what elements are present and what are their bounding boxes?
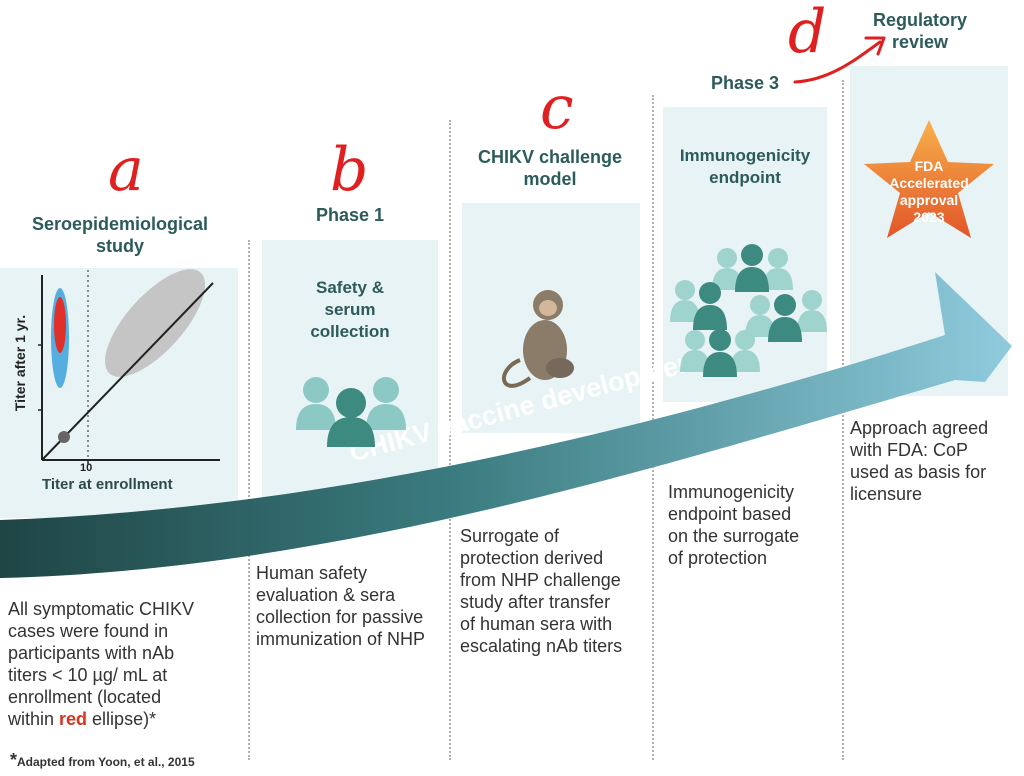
sero-desc-line6: within red ellipse)* (8, 708, 244, 730)
sero-heading: Seroepidemiological study (0, 213, 240, 257)
divider-4 (842, 80, 844, 760)
sero-heading-line1: Seroepidemiological (31, 214, 209, 234)
footnote-star: * (10, 750, 18, 770)
challenge-heading: CHIKV challenge model (455, 146, 645, 190)
regulatory-heading: Regulatory review (850, 9, 990, 53)
phase3-desc-line4: of protection (668, 548, 768, 568)
challenge-desc-line3: from NHP challenge (460, 570, 621, 590)
star-line2: Accelerated (889, 175, 969, 191)
phase3-desc-line2: endpoint based (668, 504, 792, 524)
red-ellipse (54, 297, 66, 353)
star-line1: FDA (914, 158, 944, 174)
star-line4: 2023 (913, 209, 945, 225)
letter-a: a (108, 135, 144, 205)
regulatory-desc-line2: with FDA: CoP (850, 440, 969, 460)
sero-heading-line2: study (95, 236, 144, 256)
phase3-heading: Phase 3 (710, 73, 780, 93)
phase1-desc-line1: Human safety (256, 563, 368, 583)
phase3-desc-line3: on the surrogate (668, 526, 800, 546)
phase3-panel-line1: Immunogenicity (679, 146, 811, 165)
gray-dot (58, 431, 70, 443)
sero-desc-line5: enrollment (located (8, 687, 162, 707)
footnote-text: Adapted from Yoon, et al., 2015 (17, 755, 195, 769)
fda-star-text: FDA Accelerated approval 2023 (869, 158, 989, 226)
sero-desc-line4: titers < 10 µg/ mL at (8, 665, 168, 685)
regulatory-heading-line2: review (891, 32, 949, 52)
divider-2 (449, 120, 451, 760)
plot-xlabel: Titer at enrollment (42, 476, 173, 493)
phase1-panel-line1: Safety & (315, 278, 385, 297)
sero-desc-red-word: red (59, 709, 88, 729)
regulatory-desc-line4: licensure (850, 484, 923, 504)
challenge-heading-line1: CHIKV challenge (477, 147, 623, 167)
phase1-heading: Phase 1 (315, 205, 385, 225)
phase3-desc-line1: Immunogenicity (668, 482, 795, 502)
sero-desc-line6-pre: within (8, 709, 60, 729)
sero-desc-line3: participants with nAb (8, 643, 175, 663)
sero-desc-line2: cases were found in (8, 621, 169, 641)
letter-b: b (330, 135, 369, 205)
phase3-description: Immunogenicity endpoint based on the sur… (668, 481, 838, 569)
regulatory-desc-line3: used as basis for (850, 462, 987, 482)
phase1-desc-line3: collection for passive (256, 607, 424, 627)
phase3-panel-line2: endpoint (709, 168, 781, 187)
sero-desc-line6-post: ellipse)* (87, 709, 157, 729)
sero-panel (0, 268, 238, 518)
phase3-panel-caption: Immunogenicity endpoint (663, 145, 827, 189)
phase1-desc-line4: immunization of NHP (256, 629, 426, 649)
challenge-desc-line2: protection derived (460, 548, 604, 568)
regulatory-heading-line1: Regulatory (872, 10, 968, 30)
gray-ellipse (104, 269, 206, 377)
phase1-panel-line3: collection (310, 322, 390, 341)
challenge-description: Surrogate of protection derived from NHP… (460, 525, 652, 657)
regulatory-description: Approach agreed with FDA: CoP used as ba… (850, 417, 1020, 505)
challenge-desc-line1: Surrogate of (460, 526, 560, 546)
phase1-description: Human safety evaluation & sera collectio… (256, 562, 448, 650)
sero-footnote: *Adapted from Yoon, et al., 2015 (10, 750, 195, 771)
letter-d: d (788, 0, 827, 67)
letter-c: c (540, 73, 574, 143)
regulatory-desc-line1: Approach agreed (850, 418, 989, 438)
challenge-desc-line4: study after transfer (460, 592, 611, 612)
sero-desc-line1: All symptomatic CHIKV (8, 599, 195, 619)
challenge-desc-line6: escalating nAb titers (460, 636, 623, 656)
phase1-panel (262, 240, 438, 500)
challenge-desc-line5: of human sera with (460, 614, 613, 634)
plot-xtick: 10 (80, 462, 93, 474)
challenge-heading-line2: model (523, 169, 577, 189)
sero-description: All symptomatic CHIKV cases were found i… (8, 598, 244, 730)
star-line3: approval (899, 192, 959, 208)
phase1-panel-caption: Safety & serum collection (262, 277, 438, 343)
phase1-panel-line2: serum (324, 300, 376, 319)
phase1-desc-line2: evaluation & sera (256, 585, 396, 605)
